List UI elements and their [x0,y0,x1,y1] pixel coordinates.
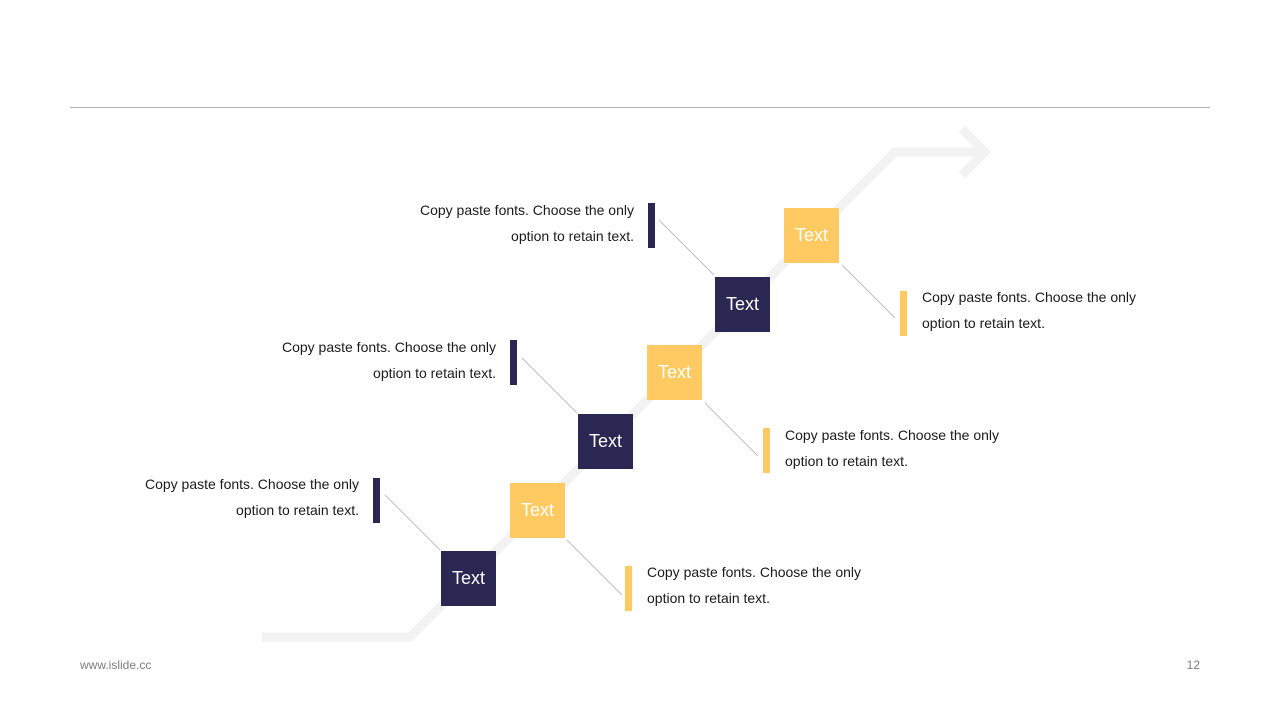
top-divider [70,107,1210,108]
connector-line-3 [521,357,578,414]
footer-url: www.islide.cc [80,658,152,672]
step-box-1: Text [441,551,496,606]
accent-bar-2 [625,566,632,611]
connector-line-5 [658,219,715,276]
connector-line-2 [566,539,623,596]
arrow-head [958,125,992,179]
connector-line-6 [841,264,896,319]
connector-line-4 [704,402,759,457]
accent-bar-1 [373,478,380,523]
step-box-6: Text [784,208,839,263]
step-description-1: Copy paste fonts. Choose the only option… [144,476,359,518]
step-box-2: Text [510,483,565,538]
accent-bar-3 [510,340,517,385]
step-box-4: Text [647,345,702,400]
accent-bar-5 [648,203,655,248]
connector-line-1 [384,494,441,551]
step-box-3: Text [578,414,633,469]
step-description-6: Copy paste fonts. Choose the only option… [922,289,1137,331]
step-description-2: Copy paste fonts. Choose the only option… [647,564,862,606]
step-description-5: Copy paste fonts. Choose the only option… [419,202,634,244]
accent-bar-6 [900,291,907,336]
step-description-3: Copy paste fonts. Choose the only option… [281,339,496,381]
page-number: 12 [1186,658,1200,672]
accent-bar-4 [763,428,770,473]
step-description-4: Copy paste fonts. Choose the only option… [785,427,1000,469]
step-box-5: Text [715,277,770,332]
